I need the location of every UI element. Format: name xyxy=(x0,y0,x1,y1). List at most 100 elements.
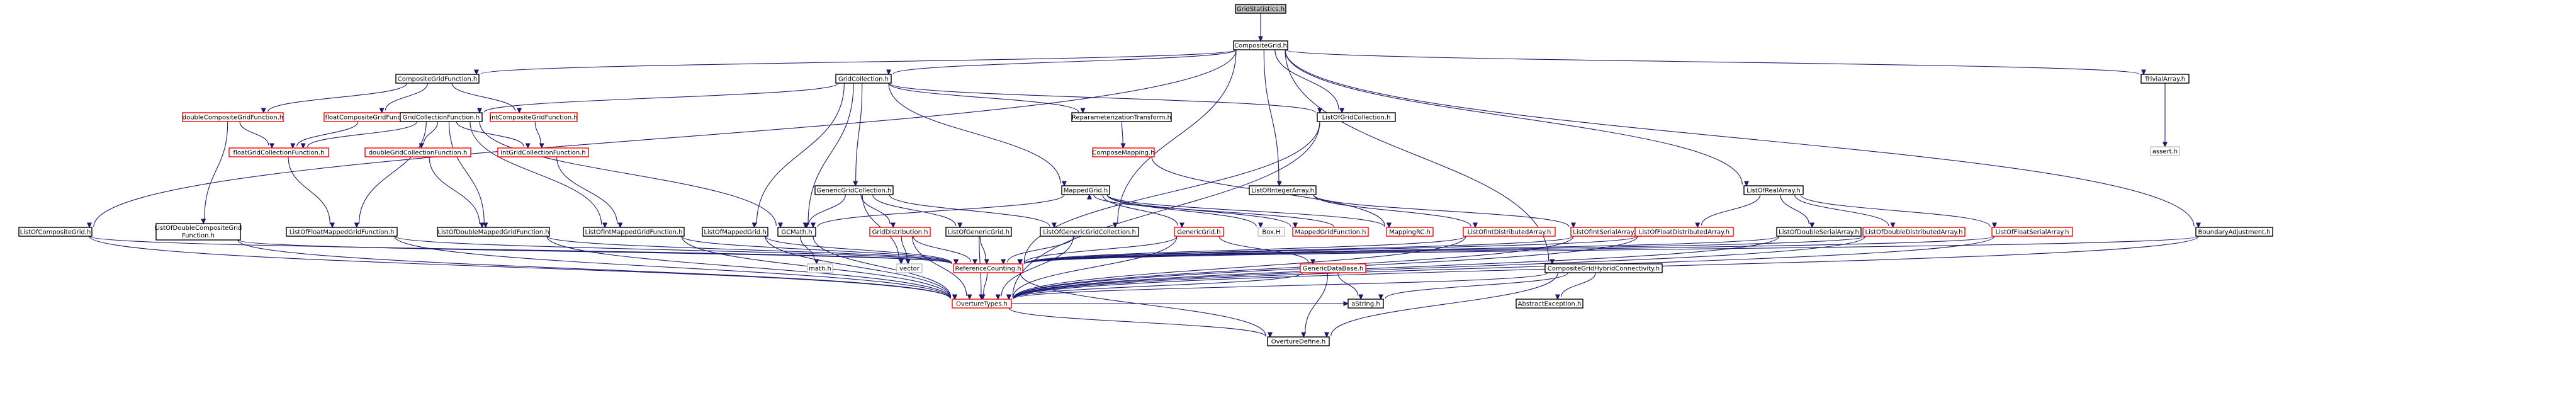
edge-line xyxy=(860,194,891,225)
node-intcompositegridfunction-h[interactable]: intCompositeGridFunction.h xyxy=(490,112,578,122)
edge-arrowhead xyxy=(87,222,92,229)
edges-layer xyxy=(87,13,2201,338)
node-floatgridcollectionfunction-h[interactable]: floatGridCollectionFunction.h xyxy=(228,147,329,157)
edge-listofdoubledistributedarray-h-to-referencecounting-h xyxy=(1018,236,1866,265)
node-doublegridcollectionfunction-h[interactable]: doubleGridCollectionFunction.h xyxy=(364,147,471,157)
node-label: Function.h xyxy=(182,232,215,239)
edge-arrowhead xyxy=(539,143,544,149)
node-listofmappedgrid-h[interactable]: ListOfMappedGrid.h xyxy=(702,227,768,237)
node-assert-h: assert.h xyxy=(2150,146,2180,156)
node-trivialarray-h[interactable]: TrivialArray.h xyxy=(2140,74,2190,84)
node-listofgridcollection-h[interactable]: ListOfGridCollection.h xyxy=(1317,112,1396,122)
node-compositegridfunction-h[interactable]: CompositeGridFunction.h xyxy=(395,74,480,84)
node-mappedgridfunction-h[interactable]: MappedGridFunction.h xyxy=(1292,227,1369,237)
node-listofdoublemappedgridfunction-h[interactable]: ListOfDoubleMappedGridFunction.h xyxy=(437,227,550,237)
edge-arrowhead xyxy=(1992,222,1997,229)
edge-arrowhead xyxy=(853,181,858,187)
node-box xyxy=(1743,185,1804,195)
edge-arrowhead xyxy=(602,222,608,229)
edge-arrowhead xyxy=(474,69,479,76)
edge-gridcollectionfunction-h-to-gcmath-h xyxy=(479,121,783,229)
node-listofintdistributedarray-h[interactable]: ListOfIntDistributedArray.h xyxy=(1463,227,1556,237)
node-box xyxy=(395,74,480,84)
edge-griddistribution-h-to-referencecounting-h xyxy=(913,236,977,265)
node-label: GridDistribution.h xyxy=(872,229,928,236)
node-listofgenericgrid-h[interactable]: ListOfGenericGrid.h xyxy=(945,227,1012,237)
node-box xyxy=(1249,185,1317,195)
node-overturedefine-h[interactable]: OvertureDefine.h xyxy=(1267,336,1330,346)
node-doublecompositegridfunction-h[interactable]: doubleCompositeGridFunction.h xyxy=(182,112,284,122)
edge-doublegridcollectionfunction-h-to-listofdoublemappedgridfunction-h xyxy=(429,156,485,229)
node-listofgenericgridcollection-h[interactable]: ListOfGenericGridCollection.h xyxy=(1040,227,1139,237)
node-genericgrid-h[interactable]: GenericGrid.h xyxy=(1174,227,1224,237)
node-astring-h[interactable]: aString.h xyxy=(1347,299,1384,309)
edge-line xyxy=(1313,194,1471,227)
node-mappedgrid-h[interactable]: MappedGrid.h xyxy=(1061,185,1110,195)
node-mappingrc-h[interactable]: MappingRC.h xyxy=(1386,227,1434,237)
node-listofrealarray-h[interactable]: ListOfRealArray.h xyxy=(1743,185,1804,195)
node-reparameterizationtransform-h[interactable]: ReparameterizationTransform.h xyxy=(1071,112,1172,122)
node-genericgridcollection-h[interactable]: GenericGridCollection.h xyxy=(814,185,894,195)
edge-mappedgrid-h-to-box-h xyxy=(1106,194,1263,229)
edge-arrowhead xyxy=(967,294,972,300)
node-box xyxy=(1317,112,1396,122)
node-gridcollection-h[interactable]: GridCollection.h xyxy=(835,74,892,84)
node-listofcompositegrid-h[interactable]: ListOfCompositeGrid.h xyxy=(18,227,93,237)
node-compositegrid-h[interactable]: CompositeGrid.h xyxy=(1233,40,1288,50)
edge-arrowhead xyxy=(1695,222,1701,229)
node-label: GenericDataBase.h xyxy=(1303,266,1364,273)
node-box xyxy=(1544,263,1663,273)
edge-listofgenericgrid-h-to-referencecounting-h xyxy=(979,236,989,265)
node-gridcollectionfunction-h[interactable]: GridCollectionFunction.h xyxy=(400,112,483,122)
node-box xyxy=(1040,227,1139,237)
node-abstractexception-h[interactable]: AbstractException.h xyxy=(1516,299,1583,309)
node-compositegridhybridconnectivity-h[interactable]: CompositeGridHybridConnectivity.h xyxy=(1544,263,1663,273)
edge-listofrealarray-h-to-listofdoubleserialarray-h xyxy=(1780,194,1815,229)
edge-line xyxy=(872,194,957,226)
node-label: OvertureTypes.h xyxy=(956,301,1008,308)
node-listofintegerarray-h[interactable]: ListOfIntegerArray.h xyxy=(1249,185,1317,195)
edge-gridcollection-h-to-gridcollectionfunction-h xyxy=(477,83,839,114)
edge-arrowhead xyxy=(201,219,206,225)
edge-line xyxy=(983,272,988,295)
node-composemapping-h[interactable]: ComposeMapping.h xyxy=(1092,147,1155,157)
node-listoffloatmappedgridfunction-h[interactable]: ListOfFloatMappedGridFunction.h xyxy=(286,227,398,237)
edge-line xyxy=(1008,307,1266,337)
node-box xyxy=(1174,227,1224,237)
node-gridstatistics-h[interactable]: GridStatistics.h xyxy=(1235,4,1286,14)
node-listofdoubledistributedarray-h[interactable]: ListOfDoubleDistributedArray.h xyxy=(1862,227,1966,237)
nodes-layer: GridStatistics.hCompositeGrid.hComposite… xyxy=(18,4,2273,346)
node-referencecounting-h[interactable]: ReferenceCounting.h xyxy=(953,263,1023,273)
edge-mappedgrid-h-to-mappedgridfunction-h xyxy=(1106,194,1298,229)
edge-line xyxy=(394,236,952,265)
edge-listofdoublemappedgridfunction-h-to-referencecounting-h xyxy=(546,236,959,265)
edge-genericgridcollection-h-to-listofgenericgridcollection-h xyxy=(889,194,1057,229)
edge-gcmath-h-to-math-h xyxy=(800,236,819,265)
node-listoffloatdistributedarray-h[interactable]: ListOfFloatDistributedArray.h xyxy=(1634,227,1734,237)
edge-compositegrid-h-to-compositegridfunction-h xyxy=(474,49,1237,76)
edge-line xyxy=(756,83,845,224)
node-genericdatabase-h[interactable]: GenericDataBase.h xyxy=(1300,263,1366,273)
edge-arrowhead xyxy=(525,143,531,149)
node-listofintmappedgridfunction-h[interactable]: ListOfIntMappedGridFunction.h xyxy=(583,227,685,237)
node-box xyxy=(437,227,550,237)
edge-line xyxy=(1013,236,1466,299)
edge-line xyxy=(1093,195,1335,228)
edge-line xyxy=(1024,236,1780,265)
edge-arrowhead xyxy=(330,222,335,229)
node-intgridcollectionfunction-h[interactable]: intGridCollectionFunction.h xyxy=(497,147,589,157)
node-listofdoubleserialarray-h[interactable]: ListOfDoubleSerialArray.h xyxy=(1776,227,1862,237)
edge-line xyxy=(1024,236,1638,265)
edge-compositegrid-h-to-gridcollection-h xyxy=(886,49,1237,76)
node-boundaryadjustment-h[interactable]: BoundaryAdjustment.h xyxy=(2195,227,2273,237)
node-overturetypes-h[interactable]: OvertureTypes.h xyxy=(952,299,1012,309)
node-label: ListOfGridCollection.h xyxy=(1322,115,1391,122)
edge-arrowhead xyxy=(1386,222,1392,229)
node-gcmath-h[interactable]: GCMath.h xyxy=(777,227,816,237)
node-listofintserialarray-h[interactable]: ListOfIntSerialArray.h xyxy=(1570,227,1642,237)
node-griddistribution-h[interactable]: GridDistribution.h xyxy=(869,227,931,237)
edge-compositegrid-h-to-trivialarray-h xyxy=(1285,49,2146,76)
node-listoffloatserialarray-h[interactable]: ListOfFloatSerialArray.h xyxy=(1991,227,2073,237)
edge-arrowhead xyxy=(811,222,816,229)
